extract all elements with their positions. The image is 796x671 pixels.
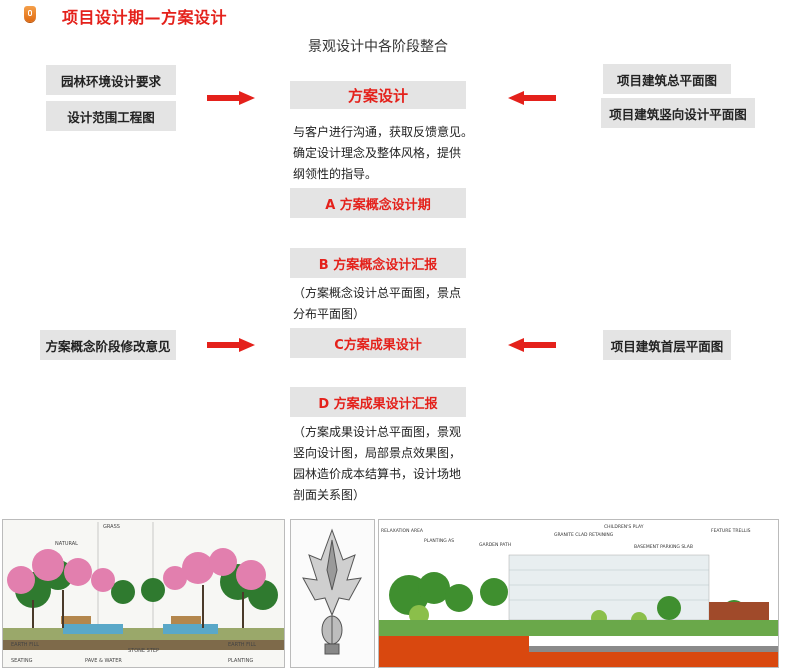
arrow-left-icon bbox=[508, 91, 556, 105]
sketch-label: EARTH FILL bbox=[228, 642, 256, 648]
stage-d-box: D 方案成果设计汇报 bbox=[290, 387, 466, 417]
render-label: FEATURE TRELLIS bbox=[711, 528, 751, 534]
description-line: 分布平面图） bbox=[293, 307, 366, 321]
input-building-master-plan: 项目建筑总平面图 bbox=[603, 64, 731, 94]
ornament-sketch bbox=[290, 519, 375, 668]
stage-d-description: （方案成果设计总平面图，景观 竖向设计图，局部景点效果图， 园林造价成本结算书，… bbox=[293, 422, 483, 506]
sketch-label: GRASS bbox=[103, 524, 120, 530]
arrow-left-icon bbox=[508, 338, 556, 352]
description-line: 剖面关系图） bbox=[293, 488, 366, 502]
sketch-label: SEATING bbox=[11, 658, 33, 664]
sketch-label: NATURAL bbox=[55, 541, 78, 547]
stage-a-box: A 方案概念设计期 bbox=[290, 188, 466, 218]
render-label: CHILDREN'S PLAY bbox=[604, 524, 644, 530]
sketch-label: PLANTING bbox=[228, 658, 253, 664]
input-building-ground-floor-plan: 项目建筑首层平面图 bbox=[603, 330, 731, 360]
render-label: GRANITE CLAD RETAINING bbox=[554, 532, 614, 538]
page-title: 项目设计期—方案设计 bbox=[62, 8, 228, 27]
stage-c-box: C方案成果设计 bbox=[290, 328, 466, 358]
input-concept-revision-feedback: 方案概念阶段修改意见 bbox=[40, 330, 176, 360]
description-line: 纲领性的指导。 bbox=[293, 167, 378, 181]
input-landscape-requirements: 园林环境设计要求 bbox=[46, 65, 176, 95]
sketch-label: EARTH FILL bbox=[11, 642, 39, 648]
render-label: GARDEN PATH bbox=[479, 542, 511, 548]
sketch-label: STONE STEP bbox=[128, 648, 159, 654]
stage-b-description: （方案概念设计总平面图，景点 分布平面图） bbox=[293, 283, 483, 325]
main-stage-description: 与客户进行沟通，获取反馈意见。 确定设计理念及整体风格，提供 纲领性的指导。 bbox=[293, 122, 483, 185]
render-label: RELAXATION AREA bbox=[381, 528, 424, 534]
description-line: （方案成果设计总平面图，景观 bbox=[293, 425, 462, 439]
description-line: （方案概念设计总平面图，景点 bbox=[293, 286, 462, 300]
description-line: 确定设计理念及整体风格，提供 bbox=[293, 146, 462, 160]
landscape-section-sketch: EARTH FILL NATURAL GRASS SEATING PAVE & … bbox=[2, 519, 285, 668]
input-design-scope-drawing: 设计范围工程图 bbox=[46, 101, 176, 131]
landscape-section-render: RELAXATION AREA PLANTING AS GARDEN PATH … bbox=[378, 519, 779, 668]
render-label: PLANTING AS bbox=[424, 538, 454, 544]
diagram-subtitle: 景观设计中各阶段整合 bbox=[308, 39, 448, 55]
description-line: 与客户进行沟通，获取反馈意见。 bbox=[293, 125, 474, 139]
input-building-vertical-plan: 项目建筑竖向设计平面图 bbox=[601, 98, 755, 128]
description-line: 园林造价成本结算书，设计场地 bbox=[293, 467, 462, 481]
description-line: 竖向设计图，局部景点效果图， bbox=[293, 446, 462, 460]
main-stage-title: 方案设计 bbox=[290, 81, 466, 109]
sketch-label: PAVE & WATER bbox=[85, 658, 122, 664]
render-label: BASEMENT PARKING SLAB bbox=[634, 544, 693, 550]
bookmark-icon bbox=[24, 6, 36, 22]
arrow-right-icon bbox=[207, 91, 255, 105]
arrow-right-icon bbox=[207, 338, 255, 352]
stage-b-box: B 方案概念设计汇报 bbox=[290, 248, 466, 278]
